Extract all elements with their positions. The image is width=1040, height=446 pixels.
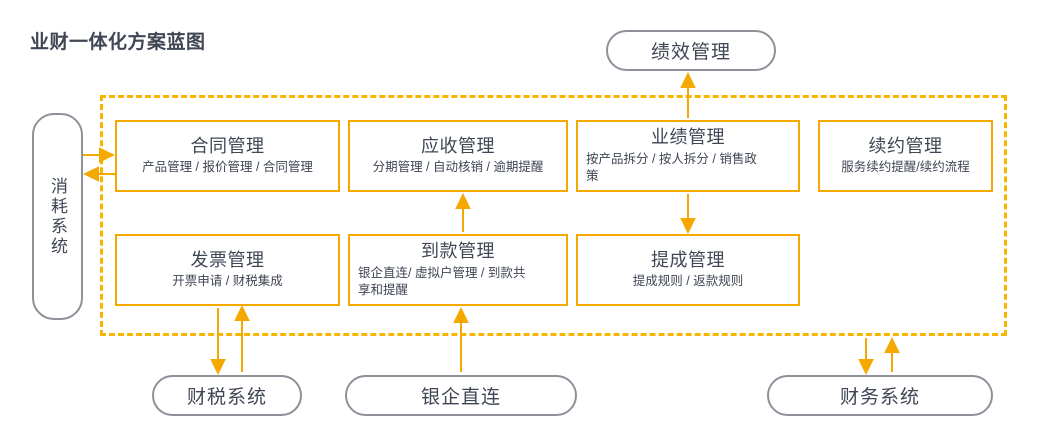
card-receivable-management[interactable]: 应收管理 分期管理 / 自动核销 / 逾期提醒 <box>348 120 568 192</box>
card-subtitle: 银企直连/ 虚拟户管理 / 到款共享和提醒 <box>358 265 526 298</box>
card-title: 应收管理 <box>421 135 495 156</box>
card-subtitle: 服务续约提醒/续约流程 <box>841 160 970 175</box>
card-subtitle: 分期管理 / 自动核销 / 逾期提醒 <box>372 160 544 175</box>
card-contract-management[interactable]: 合同管理 产品管理 / 报价管理 / 合同管理 <box>115 120 340 192</box>
external-system-tax[interactable]: 财税系统 <box>152 375 302 416</box>
platform-boundary <box>100 95 1007 336</box>
card-invoice-management[interactable]: 发票管理 开票申请 / 财税集成 <box>115 234 340 306</box>
card-title: 发票管理 <box>190 249 265 270</box>
external-system-performance[interactable]: 绩效管理 <box>606 30 776 71</box>
card-subtitle: 开票申请 / 财税集成 <box>172 274 283 289</box>
card-title: 续约管理 <box>868 135 943 156</box>
external-system-consumption[interactable]: 消耗系统 <box>32 113 83 320</box>
card-title: 提成管理 <box>651 249 725 270</box>
card-commission-management[interactable]: 提成管理 提成规则 / 返款规则 <box>576 234 800 306</box>
card-title: 业绩管理 <box>651 127 725 147</box>
external-system-bank-direct[interactable]: 银企直连 <box>345 375 577 416</box>
card-subtitle: 按产品拆分 / 按人拆分 / 销售政策 <box>586 151 757 184</box>
card-title: 到款管理 <box>421 241 495 261</box>
page-title: 业财一体化方案蓝图 <box>30 32 206 53</box>
external-system-finance[interactable]: 财务系统 <box>767 375 993 416</box>
card-subtitle: 提成规则 / 返款规则 <box>632 274 744 289</box>
card-subtitle: 产品管理 / 报价管理 / 合同管理 <box>142 160 313 175</box>
card-title: 合同管理 <box>190 135 265 156</box>
card-payment-received-management[interactable]: 到款管理 银企直连/ 虚拟户管理 / 到款共享和提醒 <box>348 234 568 306</box>
card-renewal-management[interactable]: 续约管理 服务续约提醒/续约流程 <box>818 120 993 192</box>
card-performance-management[interactable]: 业绩管理 按产品拆分 / 按人拆分 / 销售政策 <box>576 120 800 192</box>
